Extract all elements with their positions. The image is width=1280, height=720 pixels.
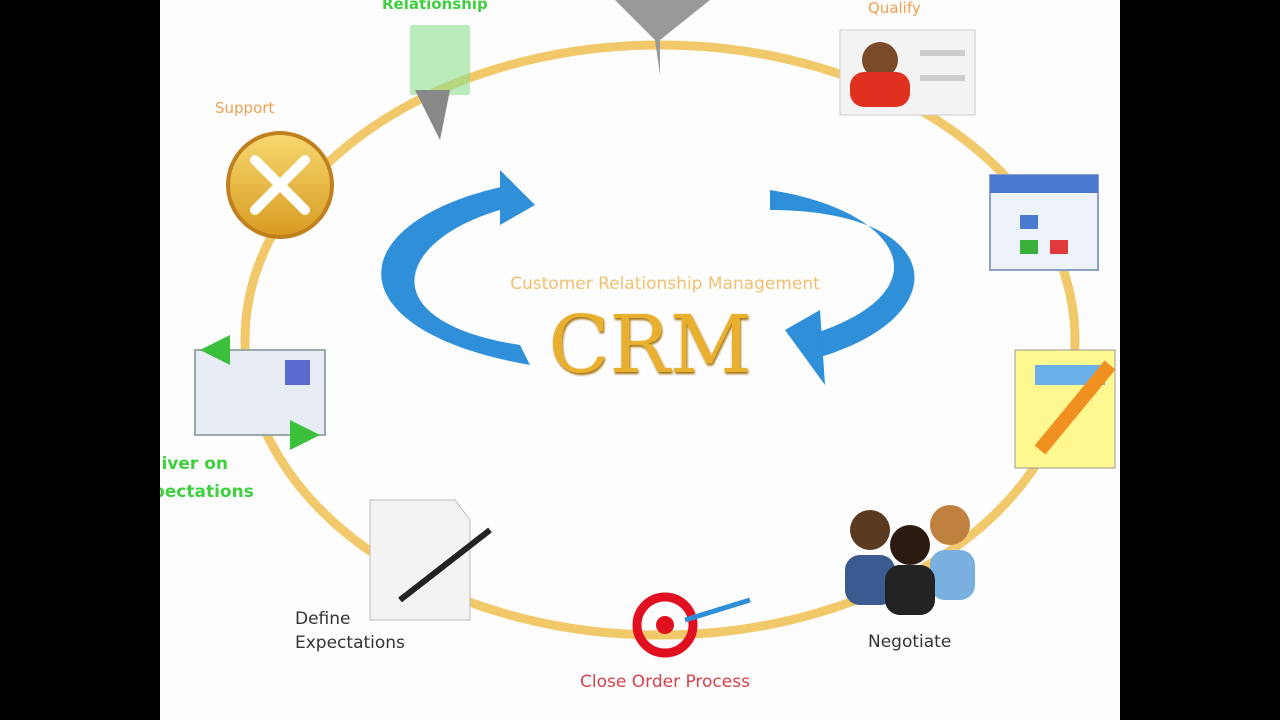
stage-label-relationship: Relationship: [382, 0, 488, 13]
circular-arrow-left: [381, 185, 530, 365]
notepad-pencil-icon: [1014, 349, 1116, 469]
center-title: CRM: [548, 298, 752, 391]
tools-icon: [226, 131, 334, 239]
stage-label-support: Support: [215, 99, 275, 117]
crm-cycle-diagram: Relationship Qualify Support Deliver on …: [160, 0, 1120, 720]
stage-label-deliver: Deliver on Expectations: [160, 454, 254, 502]
funnel-icon: [615, 0, 710, 75]
document-pen-icon: [369, 499, 492, 621]
people-group-icon: [845, 505, 975, 615]
application-window-icon: [989, 174, 1099, 271]
network-icon: [410, 25, 470, 140]
stage-label-negotiate: Negotiate: [868, 632, 952, 652]
arrow-head-bottom: [785, 310, 825, 385]
stage-label-define: Define Expectations: [295, 609, 405, 653]
contact-card-icon: [839, 29, 976, 116]
envelope-arrows-icon: [194, 335, 326, 450]
arrow-head-top: [500, 170, 535, 225]
stage-label-close-order: Close Order Process: [580, 672, 750, 692]
circular-arrow-right: [770, 190, 915, 360]
diagram-graphics: [194, 0, 1116, 658]
stage-label-qualify: Qualify: [868, 0, 921, 17]
target-icon: [632, 592, 751, 658]
center-subtitle: Customer Relationship Management: [510, 274, 820, 294]
